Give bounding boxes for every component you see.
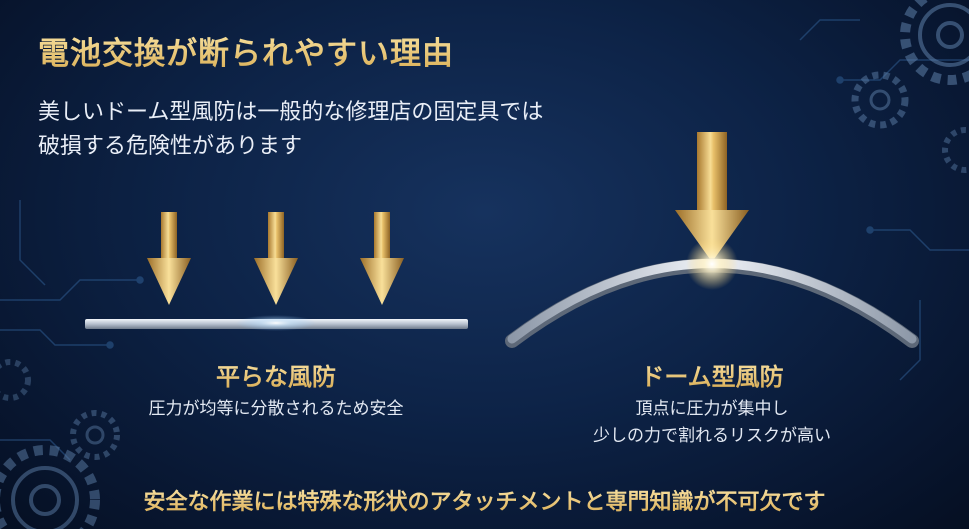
dome-glass	[505, 238, 919, 348]
gear-icon	[0, 359, 31, 401]
down-arrow-icon	[360, 212, 404, 305]
circuit-lines	[0, 19, 969, 461]
gear-icon	[70, 410, 120, 460]
intro-text: 美しいドーム型風防は一般的な修理店の固定具では 破損する危険性があります	[38, 96, 678, 164]
footer-message: 安全な作業には特殊な形状のアタッチメントと専門知識が不可欠です	[0, 484, 969, 516]
down-arrow-icon	[147, 212, 191, 305]
down-arrow-icon	[254, 212, 298, 305]
flat-glass-title: 平らな風防	[176, 357, 376, 392]
gear-icon	[851, 71, 909, 129]
flat-glass	[85, 315, 468, 331]
down-arrow-icon	[675, 132, 749, 262]
dome-desc-line-2: 少しの力で割れるリスクが高い	[593, 426, 831, 446]
gear-icon	[0, 445, 100, 529]
gear-icon	[900, 0, 969, 85]
gear-icon	[942, 127, 969, 173]
dome-desc-line-1: 頂点に圧力が集中し	[635, 399, 789, 419]
dome-glass-description: 頂点に圧力が集中し 少しの力で割れるリスクが高い	[562, 396, 862, 450]
intro-line-1: 美しいドーム型風防は一般的な修理店の固定具では	[38, 100, 544, 125]
intro-line-2: 破損する危険性があります	[38, 134, 303, 159]
flat-glass-description: 圧力が均等に分散されるため安全	[148, 399, 404, 419]
page-title: 電池交換が断られやすい理由	[38, 28, 454, 73]
dome-glass-title: ドーム型風防	[612, 357, 812, 392]
